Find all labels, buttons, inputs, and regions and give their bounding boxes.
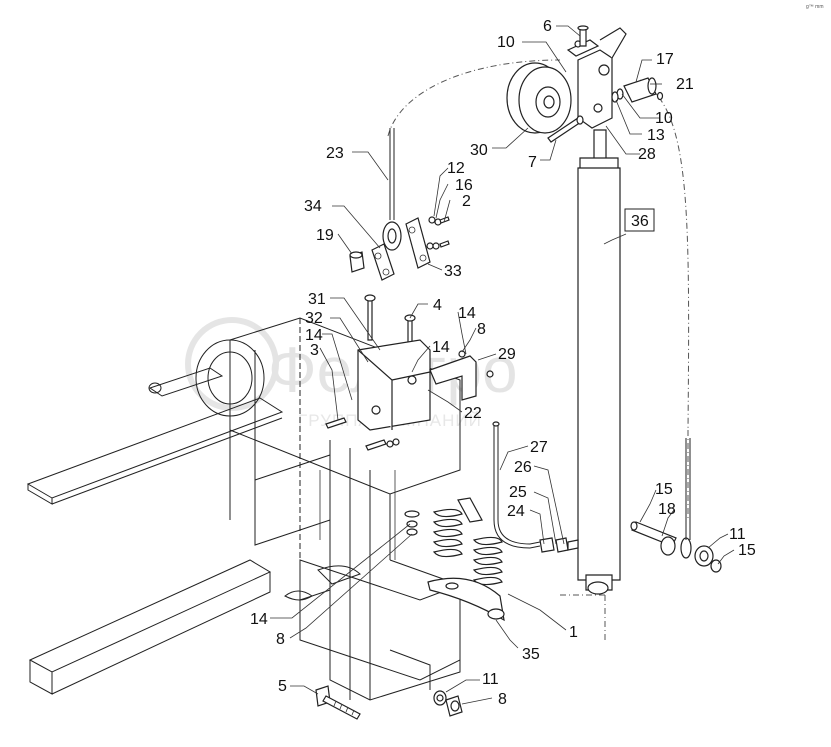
callout-13: 13 [647,127,665,144]
bracket-29 [429,350,494,401]
bolt-7 [547,115,584,143]
callout-18: 18 [658,501,676,518]
pin-18 [630,438,722,573]
top-bracket [566,27,627,129]
callout-30: 30 [470,142,488,159]
callout-21: 21 [676,76,694,93]
callout-11: 11 [482,671,499,688]
callout-28: 28 [638,146,656,163]
washer-stack [404,510,420,536]
cable-23 [382,128,402,251]
cable-routing [387,59,690,640]
plate-34 [371,243,395,281]
fasteners-12-16-2 [426,216,450,250]
callout-16: 16 [455,177,473,194]
bolt-6 [577,25,589,47]
callout-15: 15 [655,481,673,498]
callout-33: 33 [444,263,462,280]
pin-17 [611,77,664,103]
callout-6: 6 [543,18,552,35]
bolt-5 [315,685,361,720]
callout-7: 7 [528,154,537,171]
callout-32: 32 [305,310,323,327]
callout-12: 12 [447,160,465,177]
callout-17: 17 [656,51,674,68]
spring-base-35 [427,577,505,622]
callout-1: 1 [569,624,578,641]
callout-31: 31 [308,291,326,308]
callout-2: 2 [462,193,471,210]
callout-29: 29 [498,346,516,363]
plate-33 [405,217,431,269]
callout-11: 11 [729,526,746,543]
callout-35: 35 [522,646,540,663]
callout-26: 26 [514,459,532,476]
fittings-24-26 [539,537,579,553]
small-bolts [325,417,400,451]
callout-8: 8 [477,321,486,338]
hydraulic-cylinder [577,129,621,595]
callout-labels: 6 10 17 21 10 13 28 30 7 23 12 16 2 34 1… [250,18,756,708]
callout-24: 24 [507,503,525,520]
callout-14: 14 [458,305,476,322]
corner-mark: g™ mm [806,4,824,10]
springs [432,497,503,586]
callout-3: 3 [310,342,319,359]
callout-15: 15 [738,542,756,559]
callout-34: 34 [304,198,322,215]
leader-lines [270,25,735,705]
callout-8: 8 [498,691,507,708]
callout-14: 14 [432,339,450,356]
callout-10: 10 [655,110,673,127]
bushing-19 [349,251,365,273]
callout-8: 8 [276,631,285,648]
callout-36: 36 [631,213,649,230]
callout-25: 25 [509,484,527,501]
mount-bracket-22 [357,339,431,431]
callout-27: 27 [530,439,548,456]
callout-14: 14 [250,611,268,628]
callout-14: 14 [305,327,323,344]
hydraulic-hose-27 [492,421,541,549]
callout-10: 10 [497,34,515,51]
callout-5: 5 [278,678,287,695]
callout-19: 19 [316,227,334,244]
callout-22: 22 [464,405,482,422]
callout-23: 23 [326,145,344,162]
callout-36-box [624,208,655,232]
washer-nut-bottom [433,690,463,717]
pulley-wheel [506,62,572,134]
callout-4: 4 [433,297,442,314]
